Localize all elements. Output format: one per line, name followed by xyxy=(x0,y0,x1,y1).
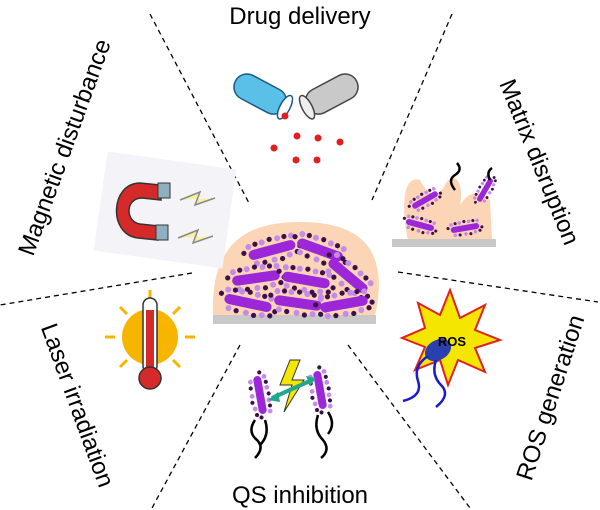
label-ros-generation: ROS generation xyxy=(511,312,590,484)
qs-inhibition-icon xyxy=(245,359,335,459)
central-biofilm xyxy=(212,222,381,324)
label-qs-inhibition: QS inhibition xyxy=(232,482,368,509)
drug-capsule-icon xyxy=(233,73,359,164)
matrix-disruption-icon xyxy=(392,162,500,247)
separator-lines xyxy=(0,13,599,509)
label-matrix-disruption: Matrix disruption xyxy=(493,76,584,249)
label-drug-delivery: Drug delivery xyxy=(229,3,370,30)
thermometer-sun-icon xyxy=(105,290,195,390)
label-laser-irradiation: Laser irradiation xyxy=(35,320,119,491)
substrate xyxy=(213,315,376,324)
magnet-icon xyxy=(93,151,237,269)
ros-badge-text: ROS xyxy=(438,334,467,349)
ros-generation-icon: ROS xyxy=(399,287,503,408)
